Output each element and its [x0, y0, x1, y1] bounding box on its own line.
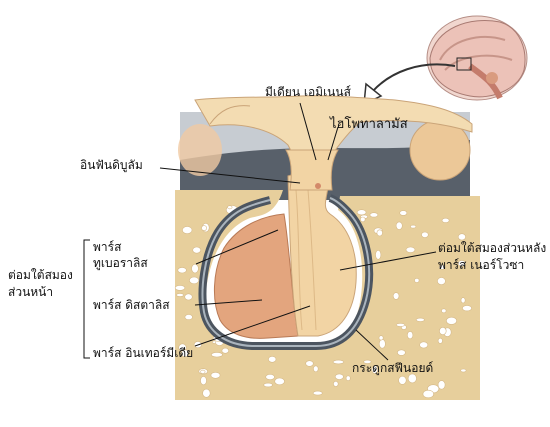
bone-pore — [375, 250, 382, 260]
bone-pore — [189, 276, 200, 285]
bone-pore — [265, 373, 275, 380]
leader-hypothalamus — [327, 126, 339, 161]
bone-pore — [177, 267, 187, 274]
bone-pore — [395, 221, 403, 230]
bone-pore — [312, 390, 323, 396]
bone-pore — [192, 246, 201, 254]
bone-pore — [175, 293, 185, 297]
bone-pore — [227, 205, 233, 210]
bone-pore — [445, 316, 457, 325]
leader-infundibulum — [159, 167, 301, 184]
bone-pore — [184, 293, 193, 301]
gland-capsule — [198, 194, 374, 350]
leader-posterior-pituitary — [339, 251, 437, 271]
bone-pore — [221, 347, 230, 354]
bone-pore — [407, 331, 414, 340]
bone-pore — [363, 359, 372, 364]
bone-pore — [437, 277, 446, 285]
label-hypothalamus: ไฮโพทาลามัส — [330, 117, 408, 132]
bone-pore — [182, 226, 193, 234]
bone-pore — [369, 212, 379, 218]
bone-pore — [333, 380, 339, 387]
bone-pore — [201, 225, 207, 231]
infundibulum-stalk — [285, 149, 339, 191]
bone-pore — [263, 382, 273, 388]
bone-pore — [274, 377, 285, 386]
bone-pore — [441, 308, 447, 314]
bone-pore — [305, 360, 314, 367]
bone-pore — [378, 335, 384, 341]
bone-pore — [191, 263, 199, 274]
bone-pore — [392, 292, 400, 300]
bone-pore — [360, 216, 366, 223]
bone-pore — [460, 297, 466, 304]
bone-pore — [422, 389, 434, 399]
bone-pore — [457, 233, 466, 241]
bone-pore — [202, 388, 211, 398]
bone-pore — [210, 352, 223, 358]
label-anterior-pituitary-line2: ส่วนหน้า — [8, 285, 54, 299]
bracket-anterior-pituitary — [83, 239, 90, 359]
label-median-eminence: มีเดียน เอมิเนนส์ — [265, 85, 351, 99]
leader-pars-tuberalis — [195, 229, 279, 265]
label-posterior-pituitary-line2: พาร์ส เนอร์โวซา — [438, 258, 525, 272]
bone-pore — [345, 375, 351, 381]
bone-pore — [405, 246, 416, 253]
label-pars-intermedia: พาร์ส อินเทอร์มีเดีย — [93, 346, 194, 360]
bone-pore — [399, 210, 408, 216]
label-pars-tuberalis-line2: ทูเบอราลิส — [93, 256, 148, 270]
brain-inset — [426, 15, 528, 101]
bone-pore — [371, 365, 378, 374]
bone-pore — [378, 339, 386, 349]
bone-pore — [200, 369, 206, 374]
bone-pore — [457, 260, 466, 267]
bone-pore — [210, 371, 221, 379]
bone-pore — [414, 277, 420, 283]
bone-pore — [180, 349, 189, 358]
label-pars-distalis: พาร์ส ดิสตาลิส — [93, 298, 170, 312]
leader-pars-intermedia — [194, 305, 311, 347]
bone-pore — [395, 322, 405, 327]
bone-pore — [334, 373, 344, 380]
label-infundibulum: อินฟันดิบูลัม — [80, 158, 143, 172]
label-sphenoid-bone: กระดูกสฟีนอยด์ — [352, 361, 434, 375]
label-posterior-pituitary-line1: ต่อมใต้สมองส่วนหลัง — [438, 241, 547, 255]
leader-median-eminence — [299, 102, 317, 161]
bone-pore — [174, 285, 186, 291]
bone-pore — [268, 355, 277, 363]
bone-pore — [421, 231, 429, 238]
leader-pars-distalis — [194, 299, 263, 306]
leader-lines — [83, 102, 437, 361]
bone-pore — [397, 349, 406, 356]
bone-pore — [441, 217, 450, 223]
bone-pore — [200, 376, 207, 386]
bone-pore — [313, 365, 319, 373]
bone-pore — [437, 337, 443, 344]
leader-sphenoid — [355, 329, 389, 361]
bone-pore — [410, 224, 417, 229]
bone-pore — [376, 229, 383, 237]
label-anterior-pituitary-line1: ต่อมใต้สมอง — [8, 268, 73, 282]
bone-pore — [415, 317, 425, 322]
bone-pore — [184, 314, 193, 320]
bone-pore — [438, 264, 446, 270]
bone-pore — [460, 368, 467, 373]
bone-pore — [332, 359, 345, 365]
hypothalamus-tissue — [194, 95, 473, 169]
bone-pore — [419, 341, 429, 349]
bone-pore — [462, 305, 472, 312]
bone-pore — [439, 326, 447, 335]
label-pars-tuberalis-line1: พาร์ส — [93, 240, 122, 254]
bone-pore — [407, 373, 417, 384]
bone-pore — [356, 209, 367, 216]
bone-pore — [398, 375, 407, 385]
anterior-lobe — [213, 213, 299, 339]
bone-pore — [437, 380, 446, 390]
